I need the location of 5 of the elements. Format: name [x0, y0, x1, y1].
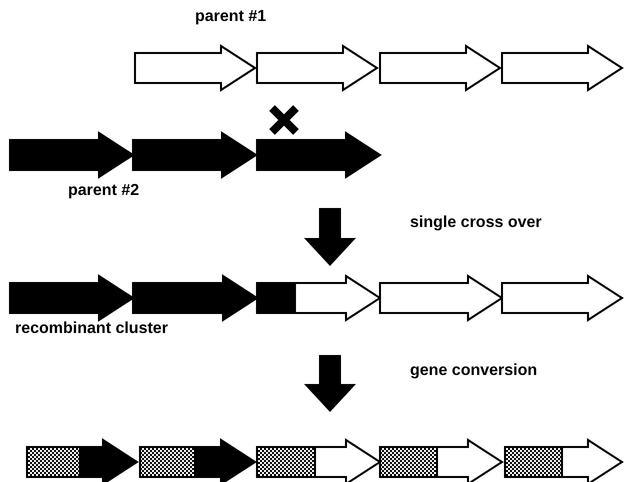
- step-label: single cross over: [410, 214, 542, 232]
- cluster-label: recombinant cluster: [15, 320, 168, 338]
- parent-label: parent #2: [68, 182, 140, 200]
- parent-label: parent #1: [195, 8, 266, 26]
- step-label: gene conversion: [410, 362, 538, 380]
